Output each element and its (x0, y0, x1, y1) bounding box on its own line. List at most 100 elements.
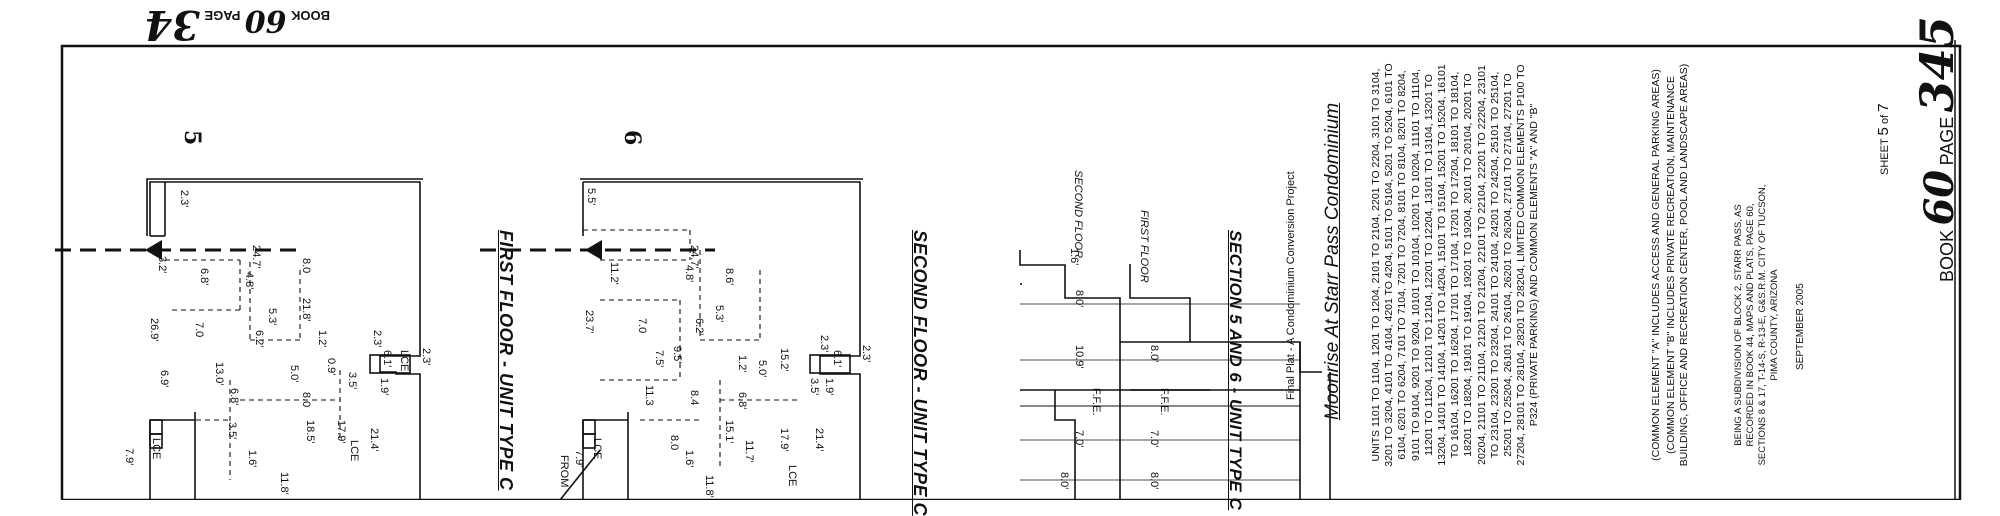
dim-label: 4.8' (243, 272, 255, 290)
dim-label: FROM (558, 455, 570, 488)
dim-label: 4.8' (683, 265, 695, 283)
dim-label: 6.9' (158, 370, 170, 388)
dim-label: 21.8' (300, 298, 312, 322)
dim-label: 1.6' (246, 450, 258, 468)
dim-label: 21.4' (813, 428, 825, 452)
dim-label: 11.2' (608, 262, 620, 285)
dim-label: LCE (150, 438, 162, 460)
elevation-dim: 8.0' (1148, 345, 1160, 363)
elevation-dim-lines (1020, 303, 1300, 481)
dim-label: 15.2' (778, 348, 790, 372)
second-floor-plan (559, 178, 863, 501)
first-floor-plan (146, 178, 423, 500)
dim-label: 17.9' (778, 428, 790, 452)
stamp-book-label: BOOK (1937, 229, 1957, 282)
dim-label: 1.2' (736, 355, 748, 373)
dim-label: 6.1' (381, 350, 393, 368)
elevation-section (1019, 250, 1331, 500)
dim-label: 7.9' (573, 450, 585, 468)
elevation-first-floor-label: FIRST FLOOR (1138, 210, 1150, 283)
elevation-dim: 8.0' (1148, 472, 1160, 490)
dim-label: 6.8' (198, 268, 210, 286)
plat-drawing (55, 40, 1962, 502)
dim-label: 3.2' (156, 256, 168, 274)
elevation-dim: 10.9' (1073, 345, 1085, 369)
dim-label: 3.5' (226, 422, 238, 440)
dim-label: 24.7' (250, 245, 262, 269)
sheet-label: SHEET (1879, 138, 1891, 175)
dim-label: 8.4 (688, 390, 700, 406)
dim-label: 26.9' (148, 318, 160, 342)
dim-label: 11.3 (643, 385, 655, 406)
dim-label: 2.3' (818, 335, 830, 353)
sheet-number-block: SHEET 5 of 7 (1875, 103, 1892, 175)
common-element-b-note: (COMMON ELEMENT "B" INCLUDES PRIVATE REC… (1665, 63, 1690, 467)
dim-label: 2.3' (420, 348, 432, 366)
dim-label: 7.0 (193, 322, 205, 338)
dim-label: 13.0' (213, 362, 225, 386)
dim-label: 8.0 (668, 435, 680, 451)
dim-label: 7.0 (636, 318, 648, 334)
condominium-name: Moonrise At Starr Pass Condominium (1322, 102, 1343, 420)
section-5-marker: 5 (179, 130, 205, 146)
dim-label: 11.8' (278, 472, 290, 495)
dim-label: 8.0 (300, 258, 312, 274)
stamp-top-left: BOOK 60 PAGE 34 (144, 1, 330, 48)
elevation-ffe: F.F.E. (1090, 388, 1102, 416)
dim-label: 11.7' (743, 440, 755, 463)
stamp-book-label: BOOK (291, 8, 330, 23)
dim-label: 3.5' (346, 372, 358, 390)
section-6-marker: 6 (619, 130, 645, 146)
dim-label: 1.6' (683, 450, 695, 468)
dim-label: 1.9' (823, 378, 835, 396)
project-subtitle: Final Plat - A Condominium Conversion Pr… (1285, 171, 1297, 400)
dim-label: 23.7' (583, 310, 595, 334)
stamp-bottom-right: BOOK 60 PAGE 345 (1910, 16, 1964, 282)
elevation-second-floor-label: SECOND FLOOR (1072, 170, 1084, 259)
dim-label: 6.8' (228, 388, 240, 406)
dim-label: 2.3' (371, 330, 383, 348)
stamp-page-label: PAGE (204, 8, 241, 23)
elevation-dim: 8.0' (1073, 290, 1085, 308)
dim-label: 6.8' (736, 392, 748, 410)
dim-label: 2.3' (860, 345, 872, 363)
dim-label: 1.2' (316, 330, 328, 348)
subdivision-note: BEING A SUBDIVISION OF BLOCK 2, STARR PA… (1733, 184, 1780, 466)
sheet-of: of (1879, 114, 1891, 125)
dim-label: LCE (786, 465, 798, 487)
dim-label: 11.8' (703, 475, 715, 498)
dim-label: 21.4' (368, 428, 380, 452)
second-floor-title: SECOND FLOOR - UNIT TYPE C (910, 230, 930, 516)
dim-label: 8.0 (300, 392, 312, 408)
dim-label: 9.5' (671, 346, 683, 364)
stamp-book-number: 60 (244, 3, 287, 38)
elevation-dim: 7.0' (1073, 430, 1085, 448)
stamp-page-label: PAGE (1937, 116, 1957, 166)
dim-label: LCE (591, 438, 603, 460)
dim-label: 7.5' (653, 350, 665, 368)
common-element-a-note: (COMMON ELEMENT "A" INCLUDES ACCESS AND … (1650, 69, 1662, 461)
dim-label: 8.6' (723, 268, 735, 286)
dim-label: 7.9' (123, 448, 135, 466)
elevation-dim: 7.0' (1148, 430, 1160, 448)
dim-label: 6.2' (693, 318, 705, 336)
dim-label: 15.1' (723, 420, 735, 444)
sheet-total: 7 (1875, 103, 1892, 112)
stamp-page-number: 34 (144, 1, 200, 48)
dim-label: 18.5' (304, 420, 316, 444)
dim-label: 5.3' (713, 305, 725, 323)
dim-label: 5.3' (266, 308, 278, 326)
elevation-dim: 8.0' (1058, 472, 1070, 490)
elevation-dim: 1.6' (1068, 248, 1080, 266)
sheet-number: 5 (1875, 127, 1892, 136)
dim-label: 5.0' (288, 365, 300, 383)
dim-label: 5.5' (585, 188, 597, 206)
section-6-arrow (585, 240, 602, 260)
date: SEPTEMBER 2005 (1795, 283, 1806, 370)
stamp-book-number: 60 (1916, 169, 1963, 226)
dim-label: 6.2' (253, 330, 265, 348)
dim-label: 17.9' (335, 420, 347, 444)
dim-label: LCE (398, 350, 410, 372)
dim-label: 6.1' (831, 350, 843, 368)
dim-label: 0.9' (325, 358, 337, 376)
